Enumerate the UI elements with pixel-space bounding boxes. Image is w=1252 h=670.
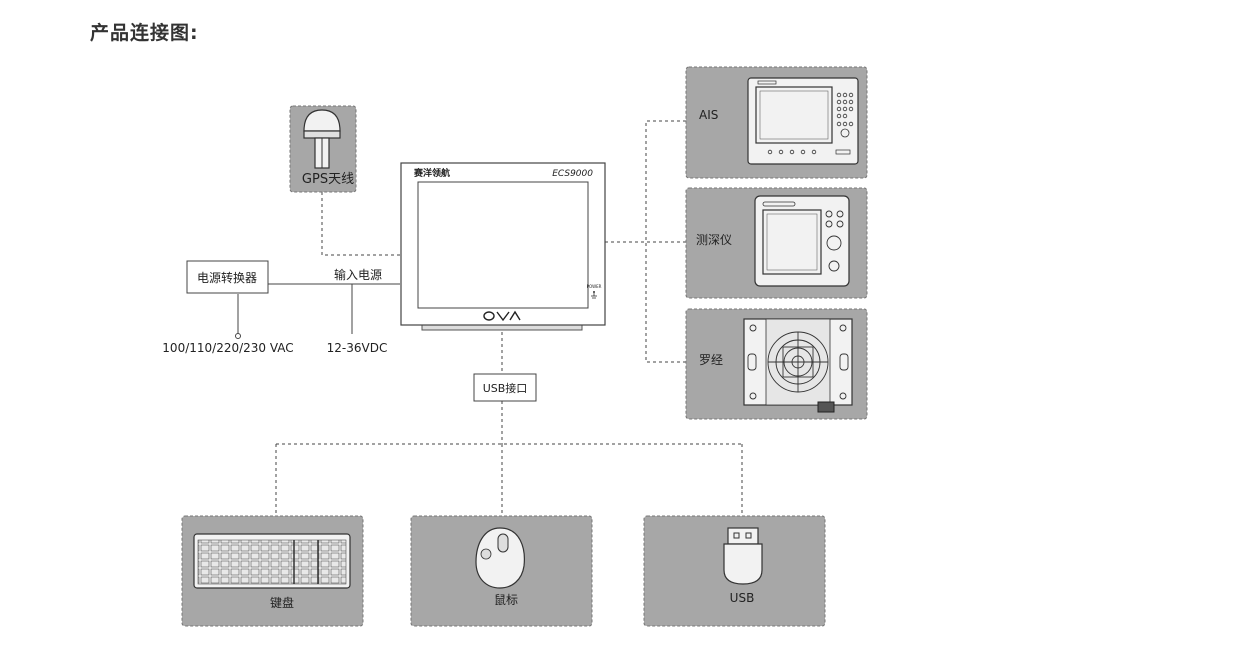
monitor-model: ECS9000 [552, 169, 593, 179]
mouse-icon [475, 527, 525, 589]
echo-sounder-label: 测深仪 [696, 233, 732, 247]
power-converter: 电源转换器 [186, 260, 269, 294]
echo-sounder-panel: 测深仪 [685, 187, 868, 299]
compass-label: 罗经 [699, 353, 723, 367]
compass-connector [817, 401, 835, 413]
compass-device-icon [743, 318, 853, 413]
connection-lines [237, 120, 743, 516]
gps-antenna-panel: GPS天线 [289, 105, 357, 193]
monitor-logo [483, 310, 521, 322]
mouse-label: 鼠标 [494, 593, 518, 607]
usb-device-panel: USB [643, 515, 826, 627]
keyboard-panel: 键盘 [181, 515, 364, 627]
dc-voltage-label: 12-36VDC [327, 341, 388, 355]
keyboard-icon [193, 533, 351, 589]
usb-port-label: USB接口 [483, 382, 528, 395]
monitor: 赛洋领航 ECS9000 POWER [400, 162, 606, 331]
echo-sounder-device-icon [754, 195, 850, 287]
monitor-brand: 赛洋领航 [413, 167, 450, 179]
gps-link [321, 192, 400, 256]
ac-voltage-label: 100/110/220/230 VAC [162, 341, 293, 355]
power-led [593, 291, 595, 293]
power-converter-label: 电源转换器 [197, 270, 257, 285]
ac-terminal [235, 333, 241, 339]
usb-port-box: USB接口 [473, 373, 537, 402]
ais-device-icon [747, 77, 859, 165]
ais-label: AIS [699, 108, 718, 122]
ais-panel: AIS [685, 66, 868, 179]
sensor-bus-vertical [645, 120, 686, 363]
monitor-screen [417, 181, 589, 309]
power-button-icon [591, 293, 597, 299]
mouse-panel: 鼠标 [410, 515, 593, 627]
compass-panel: 罗经 [685, 308, 868, 420]
power-label: POWER [587, 284, 602, 289]
gps-antenna-icon [303, 109, 341, 169]
power-input-label: 输入电源 [334, 267, 382, 282]
keyboard-label: 键盘 [270, 595, 294, 610]
page-title: 产品连接图: [90, 22, 199, 44]
usb-drive-icon [723, 527, 763, 585]
usb-device-label: USB [730, 591, 755, 605]
gps-label: GPS天线 [302, 172, 354, 187]
